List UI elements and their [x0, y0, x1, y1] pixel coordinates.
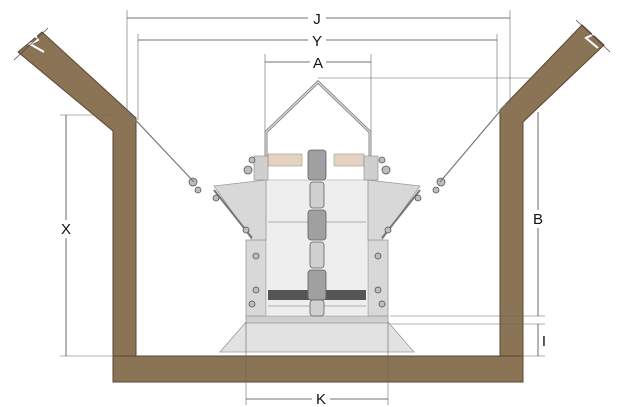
cables — [127, 103, 507, 183]
label-k: K — [316, 391, 326, 407]
chain-link-4 — [309, 241, 325, 269]
label-y: Y — [312, 33, 322, 50]
bolt-icon — [378, 156, 386, 164]
channel-floor — [112, 355, 524, 383]
base-trapezoid — [219, 321, 415, 353]
bolt-icon — [384, 226, 392, 234]
label-x: X — [61, 221, 71, 238]
chain-link-3 — [307, 209, 327, 241]
bolts — [188, 156, 446, 308]
dimension-labels: J Y A X B I K — [58, 8, 546, 407]
base-top-plate — [245, 315, 389, 324]
break-mark-right — [584, 23, 599, 49]
break-line-left — [13, 27, 49, 61]
bolt-icon — [432, 186, 440, 194]
bolt-icon — [252, 286, 260, 294]
belt-bracket-right — [363, 155, 379, 181]
bolt-icon — [248, 156, 256, 164]
bolt-icon — [248, 300, 256, 308]
belt-bracket-left — [253, 155, 269, 181]
label-j: J — [313, 11, 321, 28]
bolt-icon — [374, 252, 382, 260]
bolt-icon — [414, 194, 422, 202]
cable-left — [127, 111, 195, 183]
bolt-icon — [194, 186, 202, 194]
belt-assembly — [253, 153, 379, 181]
bolt-icon — [378, 300, 386, 308]
channel-wall-left — [17, 31, 137, 358]
cable-right — [439, 103, 507, 183]
bolt-icon — [242, 226, 250, 234]
label-b: B — [533, 211, 543, 228]
chain-link-1 — [307, 149, 327, 181]
label-a: A — [313, 55, 323, 72]
belt-pad-left — [267, 153, 303, 167]
channel-wall-right — [499, 24, 605, 358]
base-plate — [219, 315, 415, 353]
break-mark-left — [27, 29, 45, 53]
bolt-icon — [381, 165, 391, 175]
top-frame-rod-inner — [265, 81, 371, 168]
bolt-icon — [243, 165, 253, 175]
bolt-icon — [212, 194, 220, 202]
bolt-icon — [374, 286, 382, 294]
label-i: I — [542, 333, 546, 350]
chain-link-2 — [309, 181, 325, 209]
wing-plates — [213, 179, 421, 241]
chain — [307, 149, 327, 317]
wing-plate-right — [367, 179, 421, 241]
bolt-icon — [188, 177, 198, 187]
top-frame — [264, 79, 372, 168]
chain-link-5 — [307, 269, 327, 301]
trough-channel — [13, 19, 611, 383]
belt-pad-right — [333, 153, 365, 167]
chain-link-6 — [309, 299, 325, 317]
break-line-right — [575, 19, 611, 53]
bolt-icon — [252, 252, 260, 260]
wing-plate-left — [213, 179, 267, 241]
bolt-icon — [436, 177, 446, 187]
